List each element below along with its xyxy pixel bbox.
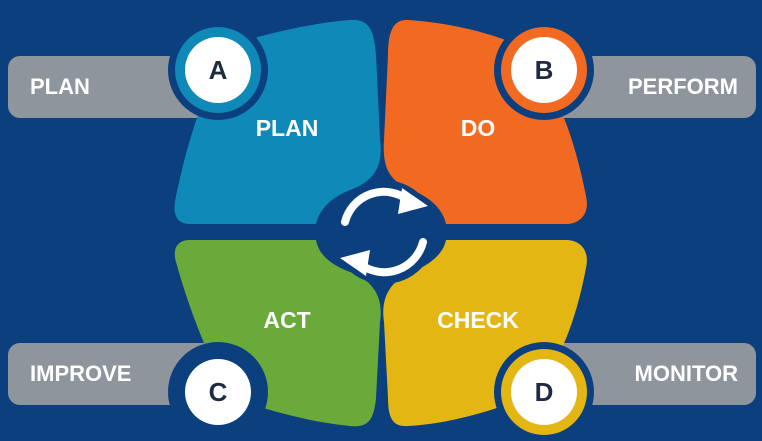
badge-b-letter: B <box>535 55 554 85</box>
side-tag-plan-text: PLAN <box>30 74 90 99</box>
side-tag-improve-text: IMPROVE <box>30 361 132 386</box>
petal-act-label: ACT <box>263 307 310 333</box>
cycle-arrowhead-bottom <box>340 250 370 276</box>
badge-a-letter: A <box>209 55 228 85</box>
badge-d-letter: D <box>535 377 554 407</box>
side-tag-perform-text: PERFORM <box>628 74 738 99</box>
badge-c: C <box>168 342 268 441</box>
badge-d: D <box>494 342 594 441</box>
badge-c-letter: C <box>209 377 228 407</box>
petal-do-label: DO <box>461 115 496 141</box>
badge-a: A <box>168 20 268 120</box>
petal-plan-label: PLAN <box>256 115 319 141</box>
petal-check-label: CHECK <box>437 307 519 333</box>
side-tag-monitor-text: MONITOR <box>634 361 738 386</box>
cycle-arrows-icon <box>341 187 427 277</box>
badge-b: B <box>494 20 594 120</box>
cycle-arrowhead-top <box>398 188 428 214</box>
